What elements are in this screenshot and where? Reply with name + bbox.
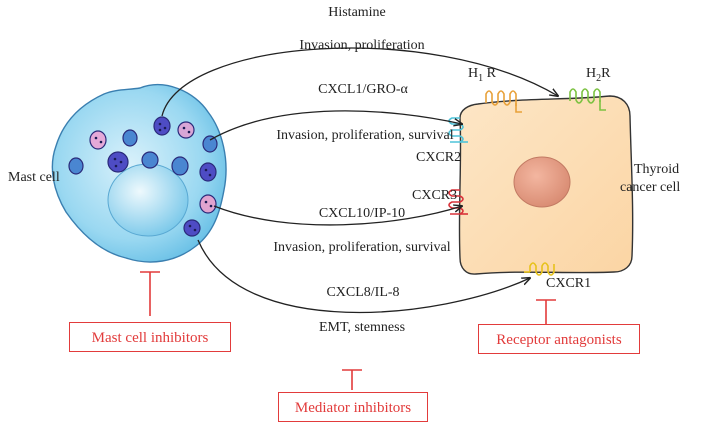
- cxcr3-label: CXCR3: [412, 188, 458, 203]
- granules: [68, 116, 218, 237]
- inhibition-receptor: [536, 299, 556, 326]
- granule: [171, 156, 189, 176]
- cxcr1-label: CXCR1: [546, 276, 592, 291]
- receptor-h1r: [485, 90, 522, 113]
- receptor-h2r: [569, 88, 606, 111]
- granule: [153, 116, 171, 136]
- effect-cxcl8: EMT, stemness: [318, 320, 406, 335]
- mediator-cxcl1: CXCL1/GRO-α: [318, 82, 408, 97]
- cxcr2-label: CXCR2: [416, 150, 462, 165]
- granule: [177, 121, 195, 139]
- granule: [199, 194, 217, 214]
- thyroid-cancer-cell: [458, 95, 634, 275]
- mast-cell-label: Mast cell: [8, 170, 60, 185]
- arrow-cxcl8: [197, 239, 530, 314]
- thyroid-cancer-cell-label-line1: Thyroid: [634, 162, 680, 177]
- mediator-inhibitors-box: Mediator inhibitors: [278, 392, 428, 422]
- granule: [68, 157, 84, 175]
- effect-histamine: Invasion, proliferation: [299, 38, 425, 53]
- granule: [107, 151, 129, 173]
- h2r-label: H2R: [586, 66, 611, 84]
- inhibition-mast-cell: [140, 271, 160, 316]
- granule: [141, 151, 159, 169]
- effect-cxcl1: Invasion, proliferation, survival: [276, 128, 454, 143]
- mast-cell-nucleus: [107, 163, 189, 237]
- inhibition-mediator: [342, 369, 362, 390]
- receptor-cxcr2: [448, 117, 468, 143]
- granule: [199, 162, 217, 182]
- h1r-label: H1 R: [468, 66, 496, 84]
- receptor-cxcr1: [524, 262, 555, 276]
- arrow-cxcl10: [213, 206, 462, 226]
- granule: [202, 135, 218, 153]
- mast-cell-inhibitors-box: Mast cell inhibitors: [69, 322, 231, 352]
- mediator-histamine: Histamine: [328, 5, 386, 20]
- arrow-cxcl1: [209, 110, 462, 141]
- mediator-cxcl10: CXCL10/IP-10: [318, 206, 406, 221]
- cancer-cell-nucleus: [513, 156, 571, 208]
- mast-cell: [51, 84, 227, 263]
- thyroid-cancer-cell-label-line2: cancer cell: [620, 180, 681, 195]
- receptor-antagonists-box: Receptor antagonists: [478, 324, 640, 354]
- mediator-cxcl8: CXCL8/IL-8: [326, 285, 400, 300]
- effect-cxcl10: Invasion, proliferation, survival: [273, 240, 451, 255]
- granule: [89, 130, 107, 150]
- arrow-histamine: [161, 47, 558, 117]
- granule: [183, 219, 201, 237]
- granule: [122, 129, 138, 147]
